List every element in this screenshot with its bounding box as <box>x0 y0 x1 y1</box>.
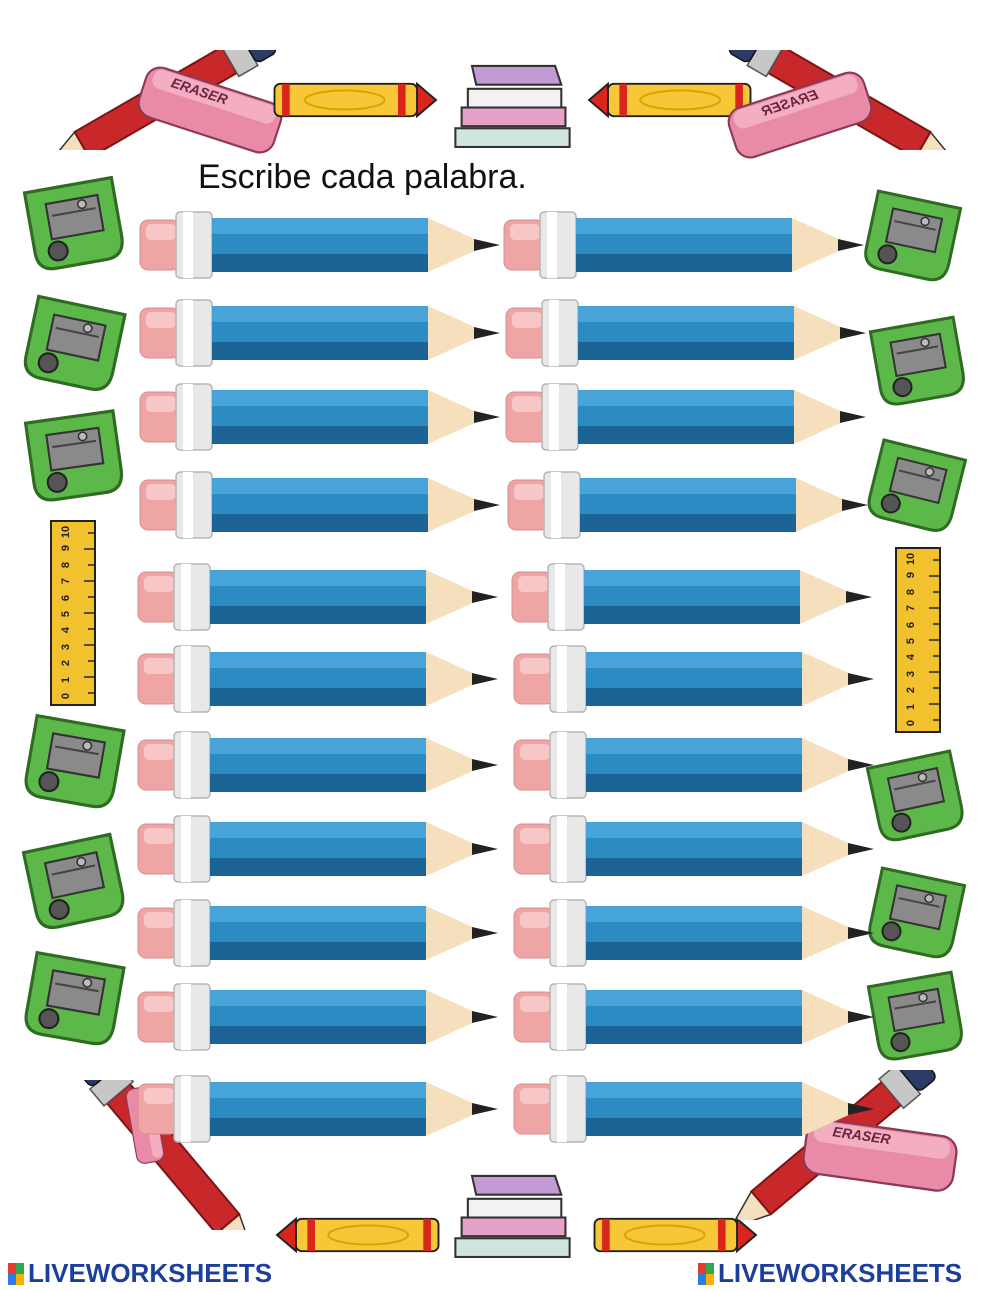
sharpener-icon <box>14 162 136 284</box>
answer-input[interactable] <box>218 1090 480 1128</box>
pencil-answer-slot <box>136 728 506 802</box>
answer-input[interactable] <box>594 830 856 868</box>
answer-input[interactable] <box>220 398 482 436</box>
answer-input[interactable] <box>220 226 482 264</box>
answer-input[interactable] <box>594 914 856 952</box>
instruction-heading: Escribe cada palabra. <box>198 158 527 196</box>
pencil-answer-slot <box>512 1072 882 1146</box>
pencil-answer-slot <box>138 468 508 542</box>
logo-text: LIVEWORKSHEETS <box>718 1258 963 1288</box>
liveworksheets-logo: LIVEWORKSHEETS <box>698 1258 962 1289</box>
answer-input[interactable] <box>594 660 856 698</box>
answer-input[interactable] <box>218 660 480 698</box>
books-icon <box>445 55 580 160</box>
answer-input[interactable] <box>218 998 480 1036</box>
pencil-answer-slot <box>138 208 508 282</box>
pencil-answer-slot <box>512 642 882 716</box>
pencil-answer-slot <box>138 380 508 454</box>
answer-input[interactable] <box>218 578 480 616</box>
answer-input[interactable] <box>218 746 480 784</box>
answer-input[interactable] <box>584 226 846 264</box>
logo-mark-icon <box>698 1262 714 1285</box>
sharpener-icon <box>12 936 137 1058</box>
answer-input[interactable] <box>220 314 482 352</box>
pencil-answer-slot <box>136 980 506 1054</box>
crayon-icon <box>258 1210 448 1260</box>
pencil-answer-slot <box>136 812 506 886</box>
answer-input[interactable] <box>594 746 856 784</box>
answer-input[interactable] <box>220 486 482 524</box>
pencil-answer-slot <box>512 896 882 970</box>
answer-input[interactable] <box>592 578 854 616</box>
ruler-number: 10 <box>905 552 917 566</box>
logo-mark-icon <box>8 1262 24 1285</box>
answer-input[interactable] <box>594 998 856 1036</box>
answer-input[interactable] <box>218 914 480 952</box>
pencil-answer-slot <box>136 560 506 634</box>
pencil-answer-slot <box>504 296 874 370</box>
pencil-answer-slot <box>136 642 506 716</box>
pencil-answer-slot <box>512 980 882 1054</box>
pencil-answer-slot <box>136 896 506 970</box>
answer-input[interactable] <box>586 398 848 436</box>
pencil-answer-slot <box>136 1072 506 1146</box>
crayon-icon <box>265 75 455 125</box>
logo-text: LIVEWORKSHEETS <box>28 1258 273 1288</box>
pencil-answer-slot <box>502 208 872 282</box>
pencil-answer-slot <box>138 296 508 370</box>
sharpener-icon <box>12 699 137 821</box>
pencil-answer-slot <box>512 728 882 802</box>
pencil-answer-slot <box>504 380 874 454</box>
answer-input[interactable] <box>218 830 480 868</box>
ruler-number: 10 <box>60 525 72 539</box>
pencil-answer-slot <box>512 812 882 886</box>
sharpener-icon <box>15 395 134 514</box>
answer-input[interactable] <box>594 1090 856 1128</box>
pencil-answer-slot <box>510 560 880 634</box>
sharpener-icon <box>860 302 976 418</box>
answer-input[interactable] <box>588 486 850 524</box>
pencil-answer-slot <box>506 468 876 542</box>
answer-input[interactable] <box>586 314 848 352</box>
liveworksheets-logo: LIVEWORKSHEETS <box>8 1258 272 1289</box>
sharpener-icon <box>12 818 137 943</box>
books-icon <box>445 1165 580 1270</box>
sharpener-icon <box>10 280 137 405</box>
